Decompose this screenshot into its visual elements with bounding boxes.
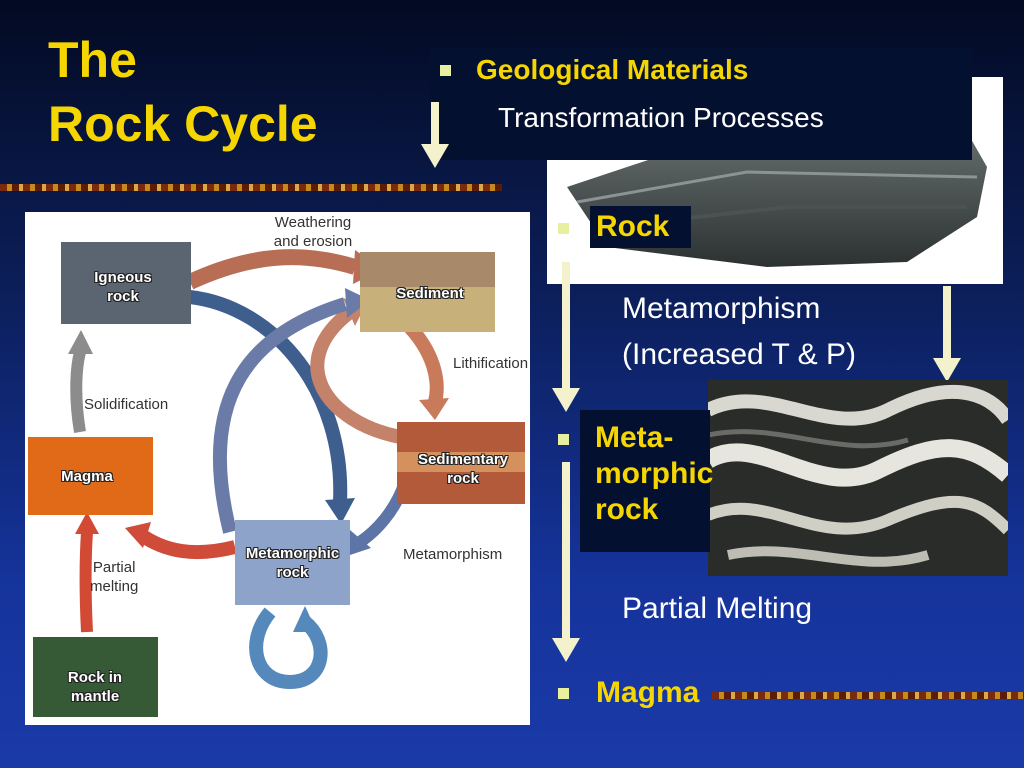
- bullet-icon: [558, 223, 569, 234]
- header-arrow-head: [421, 144, 449, 168]
- sedimentary-rock-label: Sedimentary rock: [417, 451, 509, 487]
- metamorphic-rock-diagram-label: Metamorphic rock: [245, 545, 340, 581]
- meta-line-3: rock: [595, 493, 659, 526]
- metamorphic-rock-label: Meta- morphic rock: [595, 420, 713, 528]
- solidification-label: Solidification: [84, 396, 169, 413]
- rock-cycle-diagram: Weathering and erosion Lithification Sol…: [25, 212, 530, 725]
- rock-label-box: Rock: [590, 206, 691, 248]
- weathering-label: Weathering and erosion: [258, 213, 368, 251]
- metamorphism-diagram-label: Metamorphism: [403, 546, 503, 563]
- arrow-shaft-3: [562, 462, 570, 640]
- gneiss-rock-photo: [708, 380, 1008, 576]
- magma-step-label: Magma: [596, 676, 700, 709]
- weathering-line-1: Weathering: [274, 214, 352, 231]
- geological-materials-label: Geological Materials: [476, 54, 749, 85]
- igneous-rock-label: Igneous rock: [94, 269, 152, 305]
- decorative-band-top: [0, 184, 502, 191]
- weathering-line-2: and erosion: [273, 233, 353, 250]
- arrow-head-2: [933, 358, 961, 382]
- rock-step-label: Rock: [596, 210, 670, 243]
- sediment-label: Sediment: [396, 285, 464, 302]
- bullet-icon: [558, 434, 569, 445]
- increased-tp-label: (Increased T & P): [622, 338, 856, 371]
- lithification-label: Lithification: [453, 355, 529, 372]
- meta-line-2: morphic: [595, 457, 714, 490]
- header-panel: [430, 48, 972, 160]
- decorative-band-bottom: [712, 692, 1024, 699]
- transformation-processes-label: Transformation Processes: [498, 102, 824, 133]
- arrow-shaft-1: [562, 262, 570, 390]
- title-line-2: Rock Cycle: [48, 96, 318, 152]
- rock-in-mantle-label: Rock in mantle: [67, 669, 123, 705]
- partial-line-2: melting: [90, 578, 139, 595]
- arrow-head-1: [552, 388, 580, 412]
- magma-diagram-label: Magma: [61, 468, 113, 485]
- header-arrow-shaft: [431, 102, 439, 148]
- arrow-shaft-2: [943, 286, 951, 360]
- partial-melting-label: Partial Melting: [622, 592, 813, 625]
- bullet-icon: [558, 688, 569, 699]
- arrow-head-3: [552, 638, 580, 662]
- metamorphism-label: Metamorphism: [622, 292, 821, 325]
- metamorphic-label-box: [580, 410, 710, 552]
- slide-title: The Rock Cycle: [48, 28, 318, 156]
- title-line-1: The: [48, 32, 137, 88]
- meta-line-1: Meta-: [595, 421, 674, 454]
- bullet-icon: [440, 65, 451, 76]
- partial-melting-diagram-label: Partial melting: [90, 558, 138, 596]
- partial-line-1: Partial: [92, 559, 136, 576]
